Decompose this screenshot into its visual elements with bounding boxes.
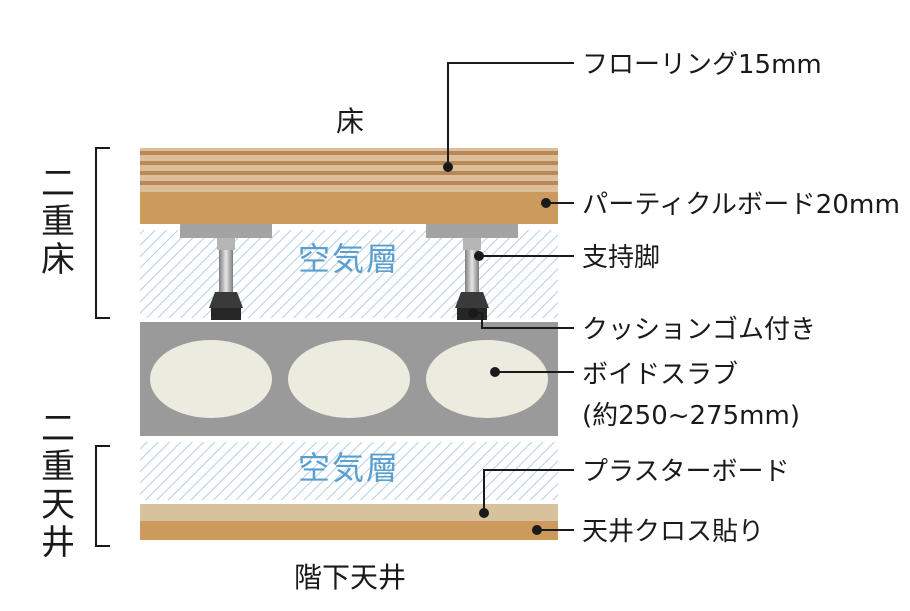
particle-board-layer [140, 192, 558, 224]
label-cushion-rubber: クッションゴム付き [582, 315, 816, 345]
double-floor-char: 二 [41, 164, 75, 204]
upper-air-layer [140, 230, 558, 318]
title-floor: 床 [336, 105, 364, 138]
leader-flooring [443, 62, 574, 172]
double-ceiling-char: 天 [41, 485, 75, 525]
label-plaster-board: プラスターボード [582, 457, 789, 487]
lower-air-label: 空気層 [298, 449, 400, 487]
leader-void-slab [490, 367, 574, 377]
double-floor-char: 床 [41, 240, 75, 280]
leader-particle-board [541, 198, 574, 208]
label-flooring: フローリング15mm [582, 50, 822, 80]
void-hole [150, 340, 272, 418]
bracket-double-floor: 二 重 床 [41, 147, 110, 319]
title-downstairs-ceiling: 階下天井 [294, 561, 406, 594]
upper-air-label: 空気層 [298, 240, 400, 278]
leader-cushion-rubber [468, 308, 574, 329]
leader-plaster-board [479, 469, 574, 518]
void-hole [426, 340, 548, 418]
double-ceiling-char: 二 [41, 409, 75, 449]
ceiling-cloth-layer [140, 521, 558, 540]
label-void-slab-thickness: (約250~275mm) [582, 401, 800, 431]
support-leg-right [426, 224, 518, 320]
plaster-board-layer [140, 504, 558, 521]
label-void-slab: ボイドスラブ [582, 360, 738, 390]
double-ceiling-char: 重 [41, 447, 75, 487]
label-support-leg: 支持脚 [582, 243, 660, 273]
flooring-layer [140, 148, 558, 192]
support-leg-left [180, 224, 272, 320]
label-ceiling-cloth: 天井クロス貼り [582, 517, 764, 547]
leader-ceiling-cloth [532, 525, 574, 535]
leader-support-leg [474, 251, 574, 261]
double-floor-char: 重 [41, 202, 75, 242]
void-hole [288, 340, 410, 418]
double-ceiling-char: 井 [41, 523, 75, 563]
label-particle-board: パーティクルボード20mm [582, 190, 900, 220]
bracket-double-ceiling: 二 重 天 井 [41, 409, 110, 563]
